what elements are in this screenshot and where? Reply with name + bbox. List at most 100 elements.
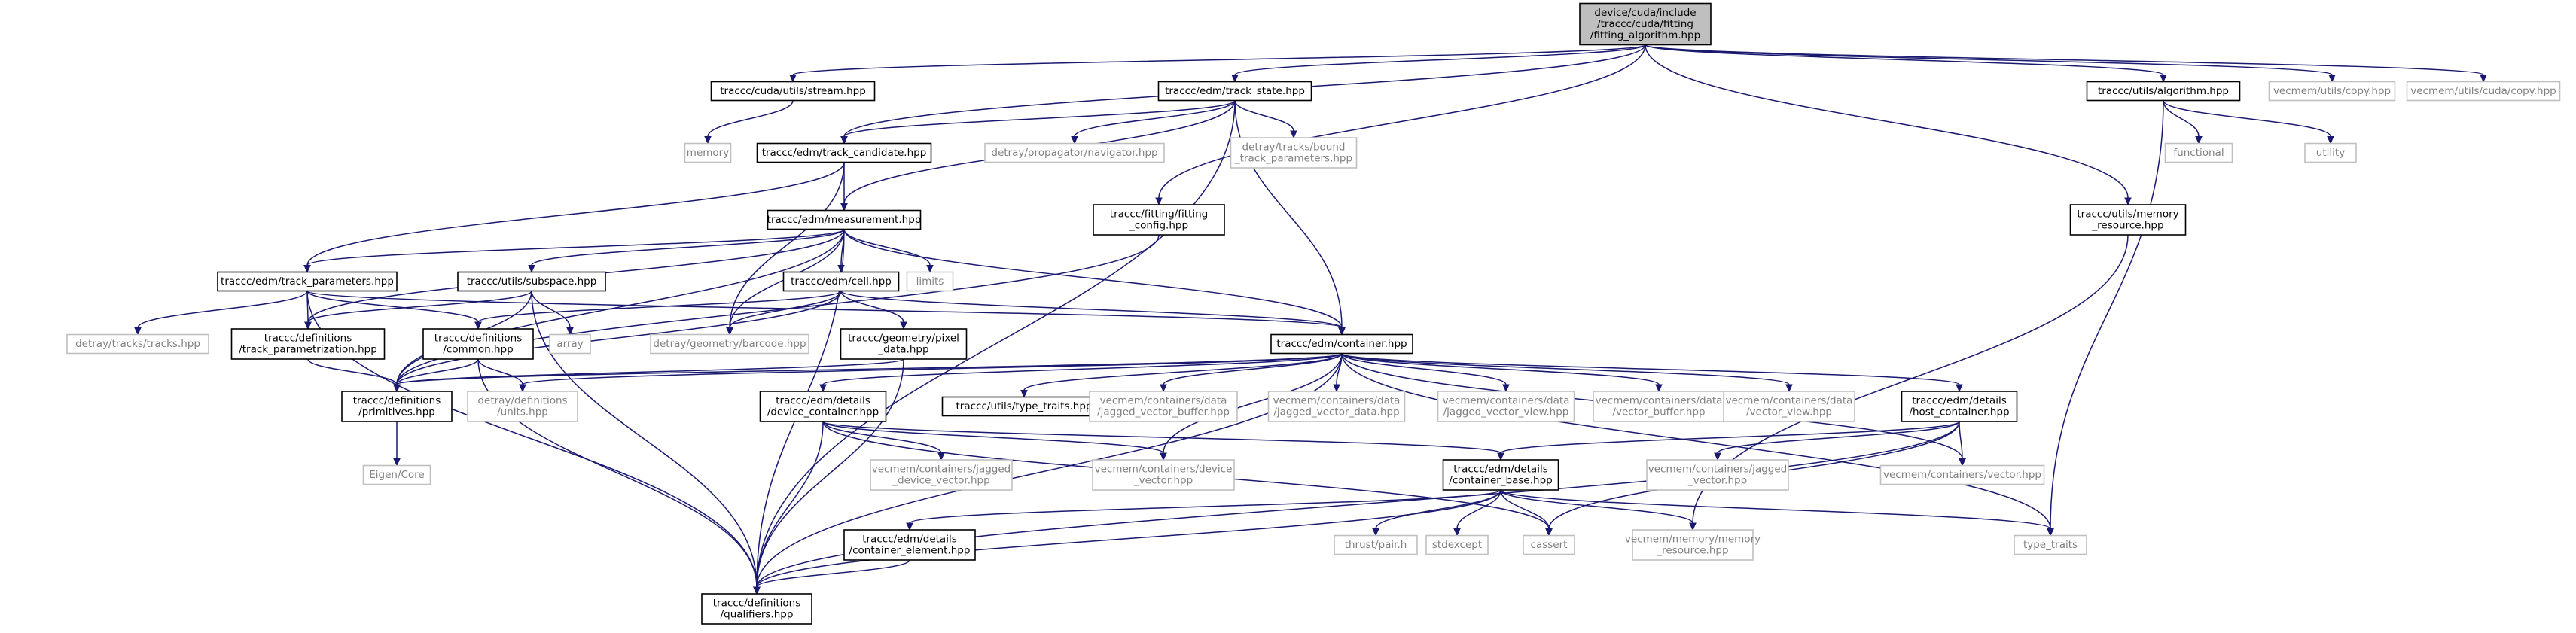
edge-device_container-to-container_base xyxy=(822,421,1501,454)
arrowhead-icon xyxy=(726,327,733,336)
node-track-state[interactable]: traccc/edm/track_state.hpp xyxy=(1157,81,1312,102)
node-stream[interactable]: traccc/cuda/utils/stream.hpp xyxy=(710,81,876,102)
arrowhead-icon xyxy=(474,321,482,330)
arrowhead-icon xyxy=(2480,75,2487,83)
arrowhead-icon xyxy=(753,586,761,595)
node-label-line: traccc/utils/type_traits.hpp xyxy=(956,400,1093,412)
edge-algorithm-to-functional xyxy=(2163,100,2200,137)
node-track-candidate[interactable]: traccc/edm/track_candidate.hpp xyxy=(756,142,932,163)
edge-device_container-to-qualifiers xyxy=(756,421,824,588)
node-label-line: utility xyxy=(2316,147,2345,159)
node-measurement[interactable]: traccc/edm/measurement.hpp xyxy=(767,209,922,230)
node-label-line: detray/tracks/bound xyxy=(1242,142,1346,154)
node-box xyxy=(1901,391,2018,422)
node-label-line: traccc/edm/details xyxy=(776,395,870,407)
node-primitives[interactable]: traccc/definitions/primitives.hpp xyxy=(341,391,453,422)
node-box xyxy=(1157,81,1312,102)
node-label-line: traccc/edm/container.hpp xyxy=(1276,338,1407,350)
edge-pixel-to-qualifiers xyxy=(756,358,904,588)
arrowhead-icon xyxy=(819,384,827,393)
arrowhead-icon xyxy=(1020,390,1028,398)
node-box xyxy=(1879,464,2045,485)
node-fitting-config[interactable]: traccc/fitting/fitting_config.hpp xyxy=(1093,204,1225,236)
node-label-line: _vector.hpp xyxy=(1687,475,1747,487)
arrowhead-icon xyxy=(906,522,913,531)
node-algorithm[interactable]: traccc/utils/algorithm.hpp xyxy=(2086,81,2241,102)
node-box xyxy=(2086,81,2241,102)
node-label-line: /jagged_vector_data.hpp xyxy=(1273,406,1399,418)
edge-container-to-type_traits xyxy=(1341,353,2051,529)
edge-device_container-to-dv xyxy=(822,421,1164,454)
edge-measurement-to-track_parameters xyxy=(306,228,845,266)
node-box xyxy=(341,391,453,422)
node-label-line: _device_vector.hpp xyxy=(892,475,989,487)
node-pixel[interactable]: traccc/geometry/pixel_data.hpp xyxy=(840,328,968,360)
node-track-param[interactable]: traccc/definitions/track_parametrization… xyxy=(230,328,386,360)
node-track-parameters[interactable]: traccc/edm/track_parameters.hpp xyxy=(217,271,398,292)
node-label-line: /vector_buffer.hpp xyxy=(1612,406,1705,418)
node-box xyxy=(1230,137,1358,169)
node-qualifiers[interactable]: traccc/definitions/qualifiers.hpp xyxy=(701,593,812,625)
node-label-line: traccc/definitions xyxy=(353,395,441,407)
node-common[interactable]: traccc/definitions/common.hpp xyxy=(422,328,534,360)
edge-root-to-memory_resource xyxy=(1645,44,2129,199)
node-jvd: vecmem/containers/data/jagged_vector_dat… xyxy=(1267,391,1406,422)
node-box xyxy=(422,328,534,360)
node-subspace[interactable]: traccc/utils/subspace.hpp xyxy=(457,271,606,292)
arrowhead-icon xyxy=(1290,130,1297,139)
edge-container-to-jvb xyxy=(1163,353,1343,385)
edge-cell-to-common xyxy=(477,290,842,323)
node-box xyxy=(870,459,1013,491)
edge-stream-to-memory xyxy=(707,100,794,137)
node-root[interactable]: device/cuda/include/traccc/cuda/fitting/… xyxy=(1579,2,1712,46)
edge-container-to-vv xyxy=(1341,352,1790,385)
node-box xyxy=(650,333,809,355)
node-cell[interactable]: traccc/edm/cell.hpp xyxy=(782,271,900,292)
arrowhead-icon xyxy=(2328,75,2336,83)
node-label-line: traccc/edm/details xyxy=(1453,464,1547,476)
arrowhead-icon xyxy=(1071,136,1078,145)
edge-container_base-to-container_element xyxy=(909,489,1501,524)
node-box xyxy=(362,464,431,485)
edge-subspace-to-array xyxy=(531,291,571,328)
arrowhead-icon xyxy=(303,265,311,273)
node-label-line: detray/propagator/navigator.hpp xyxy=(991,147,1157,159)
edge-container_base-to-stdexcept xyxy=(1456,489,1501,529)
node-container[interactable]: traccc/edm/container.hpp xyxy=(1270,333,1413,355)
edge-container-to-device_container xyxy=(822,352,1343,385)
node-type-traits-local[interactable]: traccc/utils/type_traits.hpp xyxy=(941,396,1107,417)
node-navigator: detray/propagator/navigator.hpp xyxy=(984,142,1165,163)
node-label-line: /device_container.hpp xyxy=(767,406,879,418)
edge-container_base-to-type_traits xyxy=(1500,489,2051,530)
arrowhead-icon xyxy=(2047,528,2054,537)
node-device-container[interactable]: traccc/edm/details/device_container.hpp xyxy=(759,391,887,422)
edge-host_container-to-vector xyxy=(1959,421,1963,459)
node-box xyxy=(684,142,732,163)
edge-layer xyxy=(134,44,2487,595)
node-label-line: limits xyxy=(916,275,944,288)
node-vm-mem-res: vecmem/memory/memory_resource.hpp xyxy=(1625,529,1761,561)
node-label-line: Eigen/Core xyxy=(369,469,425,481)
node-container-base[interactable]: traccc/edm/details/container_base.hpp xyxy=(1442,459,1559,491)
node-memory-resource[interactable]: traccc/utils/memory_resource.hpp xyxy=(2069,204,2187,236)
edge-container-to-type_traits_local xyxy=(1023,352,1343,391)
node-box xyxy=(984,142,1165,163)
node-label-line: _resource.hpp xyxy=(2091,220,2163,232)
arrowhead-icon xyxy=(134,327,142,336)
edge-track_parameters-to-common xyxy=(306,291,479,323)
node-jvv: vecmem/containers/data/jagged_vector_vie… xyxy=(1437,391,1575,422)
node-tracks: detray/tracks/tracks.hpp xyxy=(66,333,209,355)
node-box xyxy=(1093,204,1225,236)
node-container-element[interactable]: traccc/edm/details/container_element.hpp xyxy=(843,529,976,561)
arrowhead-icon xyxy=(393,384,401,393)
node-box xyxy=(217,271,398,292)
edge-container_base-to-qualifiers xyxy=(756,489,1501,588)
edge-container_base-to-thrust_pair xyxy=(1375,489,1501,529)
edge-algorithm-to-utility xyxy=(2163,100,2331,137)
node-box xyxy=(2014,534,2087,555)
node-vb: vecmem/containers/data/vector_buffer.hpp xyxy=(1593,391,1725,422)
node-thrust-pair: thrust/pair.h xyxy=(1334,534,1418,555)
node-host-container[interactable]: traccc/edm/details/host_container.hpp xyxy=(1901,391,2018,422)
node-box xyxy=(1089,391,1238,422)
edge-cell-to-primitives xyxy=(396,291,842,385)
